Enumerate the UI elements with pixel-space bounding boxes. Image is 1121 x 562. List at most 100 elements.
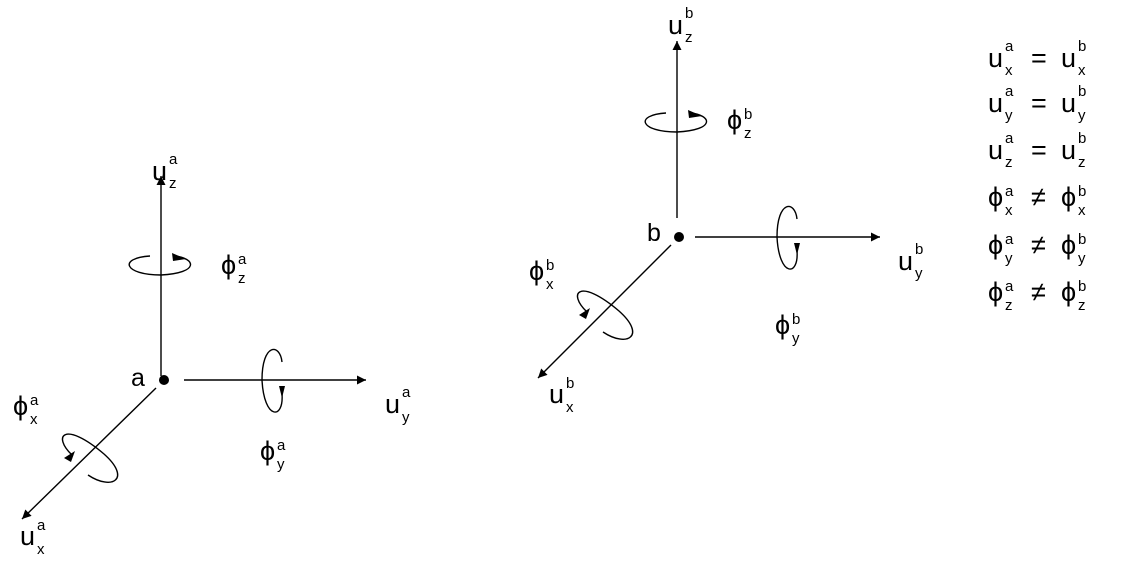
svg-text:u: u (1061, 135, 1076, 165)
equation-row: ϕ a y ≠ ϕ b y (988, 230, 1086, 267)
svg-text:=: = (1031, 88, 1047, 118)
svg-text:a: a (1005, 38, 1014, 55)
node-b-point-label: b (647, 219, 661, 247)
svg-text:a: a (1005, 83, 1014, 100)
svg-text:b: b (1078, 38, 1086, 55)
svg-text:a: a (1005, 183, 1014, 200)
svg-text:b: b (1078, 278, 1086, 295)
svg-text:x: x (1005, 202, 1013, 219)
equation-row: u a y = u b y (988, 83, 1086, 124)
svg-text:u: u (898, 246, 913, 276)
equation-row: u a x = u b x (988, 38, 1086, 79)
svg-text:z: z (685, 29, 693, 46)
svg-text:b: b (1078, 183, 1086, 200)
node-a-phiz-rotation-arrowhead (172, 253, 186, 261)
svg-text:b: b (1078, 83, 1086, 100)
node-a-phix-rotation-arrow (61, 433, 119, 483)
svg-text:=: = (1031, 135, 1047, 165)
node-a-point-label: a (131, 364, 145, 392)
node-a-ux-axis (21, 387, 157, 520)
svg-text:u: u (152, 156, 167, 186)
node-a-phiz-label: ϕ a z (221, 250, 247, 287)
svg-text:y: y (402, 409, 410, 426)
svg-text:a: a (169, 151, 178, 168)
svg-text:x: x (566, 399, 574, 416)
node-a-uy-label: u a y (385, 384, 411, 426)
node-b-phiy-rotation-arrow (776, 205, 798, 270)
svg-text:ϕ: ϕ (529, 256, 544, 286)
equation-list: u a x = u b x u a y = u b y u a z = u b … (988, 38, 1086, 314)
svg-text:x: x (37, 541, 45, 558)
svg-text:x: x (546, 276, 554, 293)
node-a-phiz-rotation-arrow (128, 255, 192, 276)
svg-text:u: u (385, 389, 400, 419)
node-b-uy-label: u b y (898, 241, 923, 282)
svg-text:y: y (1005, 250, 1013, 267)
svg-text:a: a (402, 384, 411, 401)
svg-text:z: z (169, 175, 177, 192)
svg-text:z: z (1078, 297, 1086, 314)
svg-text:b: b (1078, 130, 1086, 147)
svg-text:z: z (1005, 154, 1013, 171)
svg-text:a: a (238, 251, 247, 268)
svg-text:=: = (1031, 43, 1047, 73)
svg-text:ϕ: ϕ (1061, 230, 1076, 260)
svg-text:u: u (20, 521, 35, 551)
svg-text:b: b (792, 311, 800, 328)
node-a-phiy-rotation-arrowhead (279, 386, 285, 398)
svg-text:x: x (1078, 202, 1086, 219)
svg-text:u: u (1061, 88, 1076, 118)
svg-text:ϕ: ϕ (988, 230, 1003, 260)
svg-text:a: a (1005, 278, 1014, 295)
node-b-phiy-label: ϕ b y (775, 310, 800, 347)
node-b-phiy-rotation-arrowhead (794, 243, 800, 255)
node-a-phix-rotation-arrowhead (64, 451, 75, 462)
svg-text:≠: ≠ (1031, 230, 1046, 260)
svg-text:≠: ≠ (1031, 182, 1046, 212)
node-b-ux-axis (537, 244, 672, 379)
node-b-point (674, 232, 684, 242)
svg-text:y: y (792, 330, 800, 347)
node-b-ux-label: u b x (549, 375, 574, 416)
svg-text:ϕ: ϕ (1061, 277, 1076, 307)
svg-text:a: a (1005, 231, 1014, 248)
svg-text:u: u (988, 88, 1003, 118)
svg-text:x: x (1005, 62, 1013, 79)
node-a-phix-label: ϕ a x (13, 391, 39, 428)
node-a: a u a z ϕ a z u a y ϕ a y (13, 151, 411, 558)
svg-text:y: y (1078, 250, 1086, 267)
equation-row: ϕ a z ≠ ϕ b z (988, 277, 1086, 314)
svg-text:y: y (1078, 107, 1086, 124)
svg-text:a: a (30, 392, 39, 409)
node-a-point (159, 375, 169, 385)
svg-text:u: u (988, 43, 1003, 73)
node-b: b u b z ϕ b z u b y ϕ b y (529, 5, 923, 416)
svg-text:x: x (30, 411, 38, 428)
svg-text:b: b (1078, 231, 1086, 248)
equation-row: ϕ a x ≠ ϕ b x (988, 182, 1086, 219)
svg-text:b: b (744, 106, 752, 123)
node-b-phiz-rotation-arrowhead (688, 110, 702, 118)
svg-text:u: u (668, 10, 683, 40)
svg-text:z: z (238, 270, 246, 287)
svg-text:ϕ: ϕ (988, 277, 1003, 307)
svg-text:≠: ≠ (1031, 277, 1046, 307)
node-b-phix-label: ϕ b x (529, 256, 554, 293)
svg-text:ϕ: ϕ (221, 250, 236, 280)
node-b-phix-rotation-arrow (576, 290, 634, 340)
svg-text:ϕ: ϕ (988, 182, 1003, 212)
svg-text:ϕ: ϕ (13, 391, 28, 421)
svg-text:z: z (1005, 297, 1013, 314)
svg-text:b: b (546, 257, 554, 274)
svg-text:ϕ: ϕ (727, 105, 742, 135)
node-a-phiy-label: ϕ a y (260, 436, 286, 473)
svg-text:y: y (277, 456, 285, 473)
equation-row: u a z = u b z (988, 130, 1086, 171)
node-b-phiz-rotation-arrow (644, 112, 708, 133)
svg-text:a: a (277, 437, 286, 454)
svg-text:a: a (1005, 130, 1014, 147)
svg-text:z: z (1078, 154, 1086, 171)
node-a-phiy-rotation-arrow (261, 348, 283, 413)
svg-text:b: b (685, 5, 693, 22)
